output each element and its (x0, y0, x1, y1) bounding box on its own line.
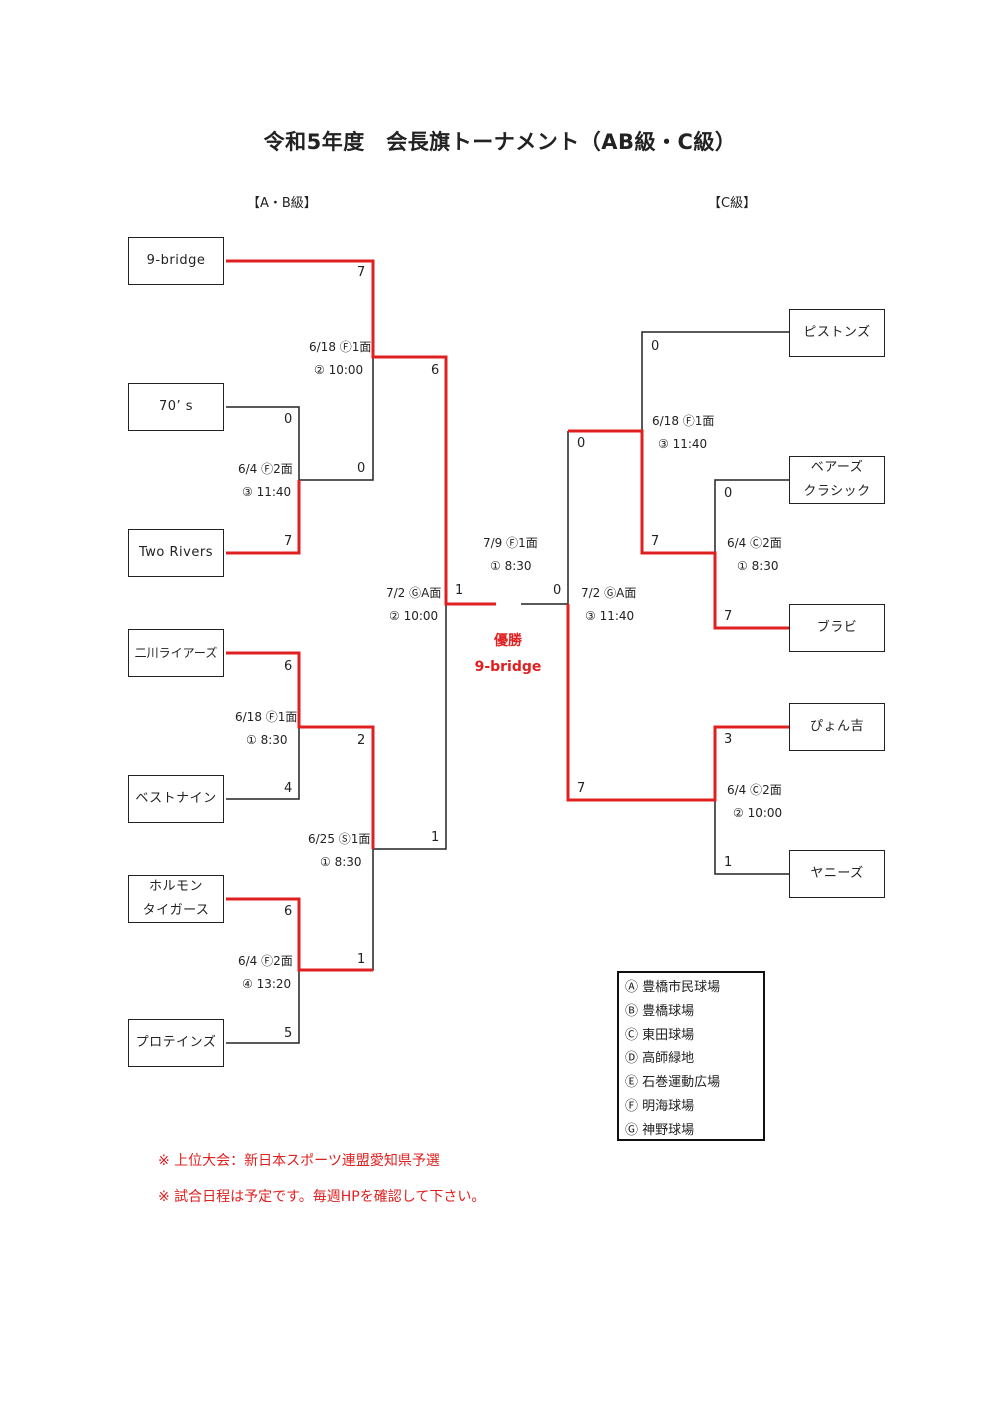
score: 6 (284, 659, 293, 674)
legend-item: Ⓒ 東田球場 (625, 1027, 695, 1043)
match-date: 6/25 Ⓢ1面 (308, 832, 371, 846)
match-date: 6/18 Ⓕ1面 (652, 414, 715, 428)
score: 1 (724, 855, 733, 870)
note: ※ 上位大会：新日本スポーツ連盟愛知県予選 (158, 1153, 440, 1169)
section-label-c: 【C級】 (708, 196, 757, 211)
score: 3 (724, 732, 733, 747)
team-box: ベストナイン (128, 775, 224, 823)
winner-line (226, 259, 496, 606)
match-date: 6/4 Ⓕ2面 (238, 462, 293, 476)
champion-team: 9-bridge (474, 659, 542, 675)
score: 0 (553, 583, 562, 598)
legend-item: Ⓕ 明海球場 (625, 1098, 695, 1114)
team-box: 9-bridge (128, 237, 224, 285)
winner-line (226, 480, 301, 555)
match-time: ③ 11:40 (585, 609, 635, 623)
score: 0 (357, 461, 366, 476)
page-title: 令和5年度 会長旗トーナメント（AB級・C級） (263, 130, 737, 154)
champion: 優勝 9-bridge (448, 628, 568, 680)
match-time: ③ 11:40 (658, 437, 708, 451)
team-box: 70’ s (128, 383, 224, 431)
team-box: 二川ライアーズ (128, 629, 224, 677)
bracket-line (714, 479, 789, 553)
bracket-line (299, 357, 374, 481)
champion-label: 優勝 (494, 633, 522, 649)
bracket-line (226, 970, 300, 1044)
team-box: ピストンズ (789, 309, 885, 357)
score: 1 (357, 952, 366, 967)
score: 0 (724, 486, 733, 501)
bracket-line (714, 800, 789, 875)
score: 0 (284, 412, 293, 427)
match-date: 6/4 Ⓕ2面 (238, 954, 293, 968)
winner-line (566, 604, 789, 802)
winner-line (568, 429, 789, 630)
legend-item: Ⓖ 神野球場 (625, 1122, 695, 1138)
match-time: ③ 11:40 (242, 485, 292, 499)
bracket-line (226, 727, 300, 800)
score: 7 (724, 609, 733, 624)
match-time: ④ 13:20 (242, 977, 292, 991)
legend-item: Ⓓ 高師緑地 (625, 1051, 695, 1067)
score: 5 (284, 1026, 293, 1041)
match-time: ② 10:00 (733, 806, 783, 820)
match-time: ① 8:30 (737, 559, 779, 573)
match-time: ② 10:00 (314, 363, 364, 377)
legend-item: Ⓔ 石巻運動広場 (625, 1075, 721, 1091)
match-date: 6/4 Ⓒ2面 (727, 536, 782, 550)
team-box: プロテインズ (128, 1019, 224, 1067)
bracket-line (373, 604, 447, 850)
score: 2 (357, 733, 366, 748)
match-time: ② 10:00 (389, 609, 439, 623)
score: 6 (431, 363, 440, 378)
bracket-line (641, 331, 789, 431)
legend-item: Ⓐ 豊橋市民球場 (625, 980, 721, 995)
team-box: ぴょん吉 (789, 703, 885, 751)
score: 0 (577, 436, 586, 451)
match-date: 6/4 Ⓒ2面 (727, 783, 782, 797)
match-date: 7/2 ⒼA面 (386, 586, 442, 600)
venue-legend: Ⓐ 豊橋市民球場 Ⓑ 豊橋球場 Ⓒ 東田球場 Ⓓ 高師緑地 Ⓔ 石巻運動広場 Ⓕ… (617, 971, 765, 1141)
match-time: ① 8:30 (320, 855, 362, 869)
team-box: ベアーズクラシック (789, 456, 885, 504)
match-time: ① 8:30 (246, 733, 288, 747)
score: 0 (651, 339, 660, 354)
team-box: ブラビ (789, 604, 885, 652)
score: 1 (455, 583, 464, 598)
section-label-ab: 【A・B級】 (247, 196, 317, 211)
legend-item: Ⓑ 豊橋球場 (625, 1003, 695, 1019)
match-date: 6/18 Ⓕ1面 (235, 710, 298, 724)
winner-line (226, 651, 375, 849)
team-box: ホルモンタイガース (128, 875, 224, 923)
note: ※ 試合日程は予定です。毎週HPを確認して下さい。 (158, 1189, 486, 1205)
score: 7 (357, 265, 366, 280)
score: 7 (577, 781, 586, 796)
score: 4 (284, 781, 293, 796)
match-date: 6/18 Ⓕ1面 (309, 340, 372, 354)
team-box: ヤニーズ (789, 850, 885, 898)
match-date: 7/2 ⒼA面 (581, 586, 637, 600)
bracket-line (226, 406, 300, 480)
score: 7 (651, 534, 660, 549)
team-box: Two Rivers (128, 529, 224, 577)
score: 6 (284, 904, 293, 919)
match-date: 7/9 Ⓕ1面 (483, 536, 538, 550)
score: 1 (431, 830, 440, 845)
score: 7 (284, 534, 293, 549)
match-time: ① 8:30 (490, 559, 532, 573)
winner-line (226, 897, 373, 972)
